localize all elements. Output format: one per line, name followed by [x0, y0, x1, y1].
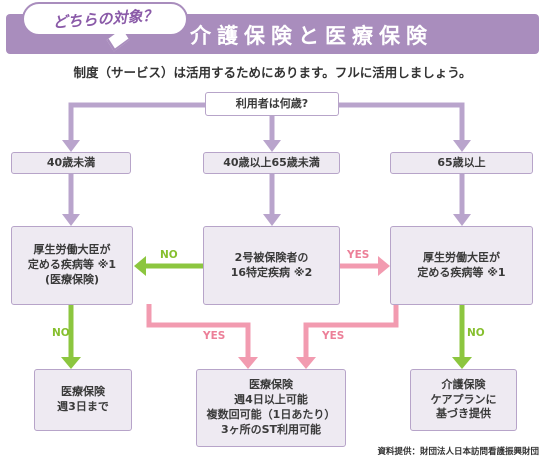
right-question-line-1: 厚生労働大臣が — [423, 250, 500, 264]
result-center-line-4: 3ヶ所のST利用可能 — [220, 422, 322, 436]
age-40to64-label: 40歳以上65歳未満 — [223, 155, 320, 169]
result-right-line-1: 介護保険 — [441, 377, 486, 391]
arrowhead-40to64 — [263, 140, 281, 152]
page-title: 介護保険と医療保険 — [190, 24, 433, 48]
label-yes-left: YES — [203, 330, 226, 342]
label-yes-right: YES — [322, 330, 345, 342]
result-right-line-2: ケアプランに — [430, 392, 497, 406]
result-center-line-2: 週4日以上可能 — [234, 393, 308, 407]
connector-left-yes — [146, 304, 251, 358]
right-question-box: 厚生労働大臣が 定める疾病等 ※1 — [390, 226, 533, 305]
arrowhead-left-question — [62, 214, 80, 226]
label-yes-center-right: YES — [347, 249, 370, 261]
arrowhead-65plus — [453, 140, 471, 152]
age-under40-box: 40歳未満 — [11, 152, 131, 174]
connector-start-right — [339, 102, 465, 141]
start-label: 利用者は何歳? — [235, 96, 309, 110]
result-left-line-1: 医療保険 — [61, 385, 105, 399]
label-no-left: NO — [52, 327, 70, 339]
arrowhead-center-yes — [378, 256, 390, 276]
arrowhead-right-question — [453, 214, 471, 226]
result-left-box: 医療保険 週3日まで — [34, 369, 132, 431]
connector-start-left — [68, 102, 205, 141]
result-left-line-2: 週3日まで — [57, 400, 109, 413]
result-right-box: 介護保険 ケアプランに 基づき提供 — [410, 369, 517, 431]
age-65plus-label: 65歳以上 — [437, 155, 486, 169]
source-credit: 資料提供：財団法人日本訪問看護振興財団 — [377, 447, 539, 457]
center-question-line-1: 2号被保険者の — [234, 250, 309, 264]
connector-right-yes — [303, 304, 399, 358]
center-question-box: 2号被保険者の 16特定疾病 ※2 — [203, 226, 340, 305]
result-center-box: 医療保険 週4日以上可能 複数回可能（1日あたり） 3ヶ所のST利用可能 — [196, 369, 346, 447]
left-question-line-1: 厚生労働大臣が — [33, 243, 111, 257]
left-question-box: 厚生労働大臣が 定める疾病等 ※1 (医療保険) — [11, 226, 133, 305]
label-no-right: NO — [467, 327, 485, 339]
speech-bubble — [22, 2, 188, 36]
subtitle: 制度（サービス）は活用するためにあります。フルに活用しましょう。 — [73, 65, 472, 80]
arrowhead-left-yes — [238, 357, 258, 369]
start-box: 利用者は何歳? — [205, 92, 339, 116]
age-40to64-box: 40歳以上65歳未満 — [203, 152, 340, 174]
center-question-line-2: 16特定疾病 ※2 — [230, 265, 313, 279]
age-65plus-box: 65歳以上 — [390, 152, 533, 174]
label-no-center-left: NO — [160, 249, 178, 261]
age-under40-label: 40歳未満 — [46, 155, 96, 169]
arrowhead-left-no — [61, 357, 81, 369]
arrowhead-center-question — [263, 214, 281, 226]
result-center-line-3: 複数回可能（1日あたり） — [206, 408, 336, 421]
result-right-line-3: 基づき提供 — [436, 407, 491, 421]
arrowhead-right-no — [452, 357, 472, 369]
result-center-line-1: 医療保険 — [249, 378, 293, 392]
left-question-line-2: 定める疾病等 ※1 — [27, 258, 117, 272]
right-question-line-2: 定める疾病等 ※1 — [417, 265, 506, 279]
arrowhead-right-yes — [296, 357, 316, 369]
left-question-line-3: (医療保険) — [44, 272, 100, 286]
arrowhead-under40 — [62, 140, 80, 152]
arrowhead-center-no — [134, 256, 146, 276]
